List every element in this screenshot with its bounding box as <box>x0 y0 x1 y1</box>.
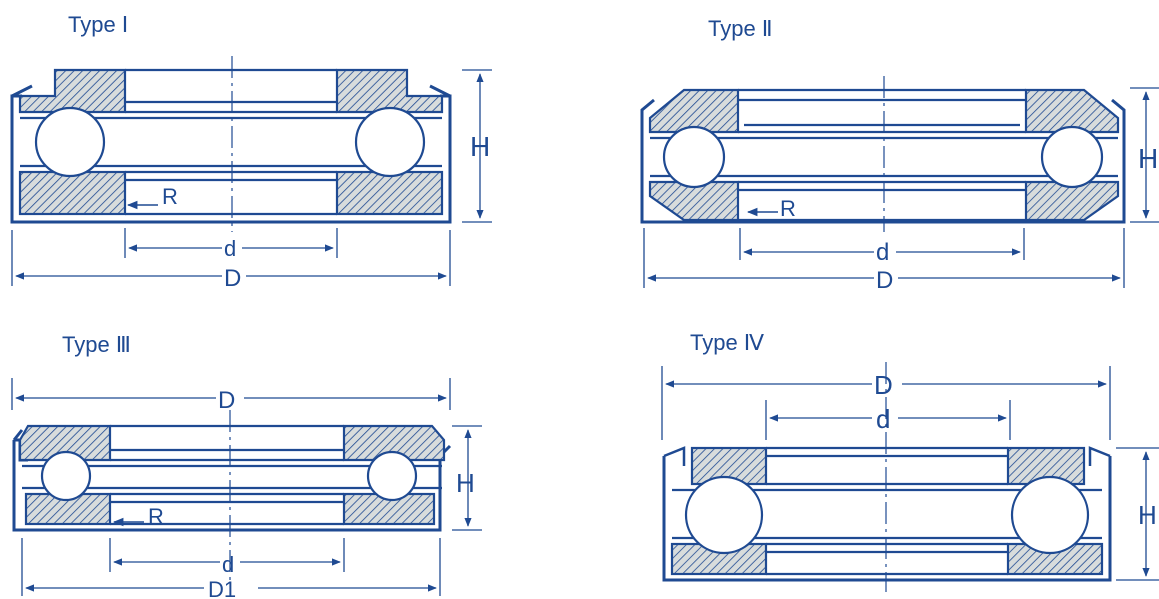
type-3-R-label: R <box>148 504 164 529</box>
type-2-diagram <box>640 76 1159 288</box>
type-2-title: Type Ⅱ <box>708 16 773 41</box>
type-1-diagram <box>10 56 492 286</box>
type-2-d-label: d <box>876 239 889 266</box>
type-3-H-label: H <box>456 468 475 498</box>
type-4-d-label: d <box>876 404 890 434</box>
type-3-D-label: D <box>218 387 235 414</box>
type-1-title: Type Ⅰ <box>68 12 129 37</box>
type-3-d-label: d <box>222 552 234 577</box>
type-3-title: Type Ⅲ <box>62 332 131 357</box>
type-1-H-label: H <box>470 131 490 162</box>
type-4-diagram <box>661 362 1159 592</box>
type-4-D-label: D <box>874 370 893 400</box>
type-1-R-label: R <box>162 184 178 209</box>
type-3-diagram <box>11 378 482 596</box>
type-1-d-label: d <box>224 236 236 261</box>
type-2-D-label: D <box>876 267 893 294</box>
type-2-H-label: H <box>1138 143 1158 174</box>
type-4-title: Type Ⅳ <box>690 330 765 355</box>
type-4-H-label: H <box>1138 500 1157 530</box>
type-2-R-label: R <box>780 196 796 221</box>
type-1-D-label: D <box>224 265 241 292</box>
type-3-D1-label: D1 <box>208 577 236 599</box>
